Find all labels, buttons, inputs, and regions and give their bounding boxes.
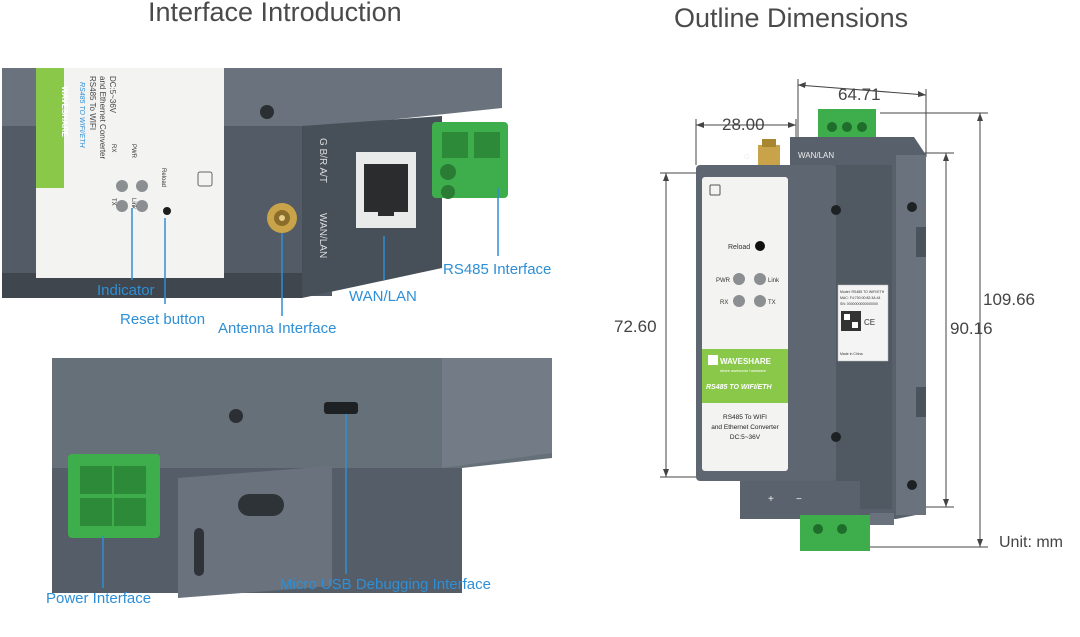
- top-antenna-connector: [758, 145, 780, 165]
- dimension-lines: [660, 79, 988, 548]
- interface-introduction-heading: Interface Introduction: [148, 0, 402, 27]
- device-top-wanlan: WAN/LAN: [798, 151, 834, 160]
- device-minus-label: −: [796, 494, 802, 505]
- wan-lan-callout: WAN/LAN: [349, 288, 417, 305]
- waveshare-logo-icon: [708, 355, 718, 365]
- indicator-callout: Indicator: [97, 282, 155, 299]
- device-led-rx: [733, 295, 745, 307]
- label-tagline: RS485 TO WIFI/ETH: [78, 82, 85, 149]
- label-pwr: PWR: [130, 144, 136, 159]
- din-clip: [178, 466, 332, 598]
- device-name-line2: and Ethernet Converter: [711, 424, 779, 431]
- device-plus-label: +: [768, 494, 774, 505]
- device-link-label: Link: [768, 278, 780, 284]
- micro-usb-port: [324, 402, 358, 414]
- side-text-1-group: G B/R A/T: [317, 138, 328, 183]
- led-tx: [136, 200, 148, 212]
- dimension-drawing: G WAN/LAN Reload PWR Link RX TX WAVESHAR…: [660, 79, 988, 551]
- sticker-line1: Model: RS485 TO WIFI/ETH: [840, 290, 885, 294]
- bottom-product-photo: [2, 358, 568, 636]
- device-name-line1: RS485 To WIFI: [723, 414, 767, 421]
- label-tagline-group: RS485 TO WIFI/ETH: [78, 82, 85, 149]
- device-reload-label: Reload: [728, 244, 750, 251]
- label-tx: TX: [110, 198, 116, 206]
- sticker-made: Made in China: [840, 352, 863, 356]
- mount-hole: [260, 105, 274, 119]
- micro-usb-debugging-callout: Micro USB Debugging Interface: [280, 576, 491, 593]
- led-link: [136, 180, 148, 192]
- dim-64-71: 64.71: [838, 85, 881, 104]
- device-tx-label: TX: [768, 300, 776, 306]
- bottom-mount-hole: [229, 409, 243, 423]
- label-title-line3: DC:5~36V: [108, 76, 117, 114]
- dimension-arrows: [663, 82, 983, 547]
- top-product-photo: RS485 To WIFI and Ethernet Converter DC:…: [2, 68, 568, 342]
- side-text-wanlan: WAN/LAN: [317, 213, 328, 258]
- label-reload: Reload: [160, 168, 166, 187]
- ce-mark-icon: CE: [864, 318, 875, 327]
- brand-strip: [36, 68, 64, 188]
- label-title-line1: RS485 To WIFI: [88, 76, 97, 130]
- device-tagline: RS485 TO WIFI/ETH: [706, 384, 773, 391]
- label-rx: RX: [110, 144, 116, 152]
- device-bottom-base: [740, 481, 860, 519]
- dim-28-00: 28.00: [722, 115, 765, 134]
- side-text-pins: G B/R A/T: [317, 138, 328, 183]
- reset-button-callout: Reset button: [120, 311, 206, 328]
- device-reload-hole: [755, 241, 765, 251]
- label-rx-group: RX: [110, 144, 116, 152]
- outline-dimensions-heading: Outline Dimensions: [674, 3, 909, 33]
- device-led-pwr: [733, 273, 745, 285]
- device-name-line3: DC:5~36V: [730, 434, 761, 441]
- led-pwr: [116, 180, 128, 192]
- top-device-illustration: RS485 To WIFI and Ethernet Converter DC:…: [2, 68, 508, 316]
- device-brand: WAVESHARE: [720, 357, 772, 366]
- label-tx-group: TX: [110, 198, 116, 206]
- reload-hole: [163, 207, 171, 215]
- bottom-device-illustration: [52, 358, 552, 598]
- sticker-line3: SN: 0000000000000000: [840, 302, 878, 306]
- label-link: Link: [130, 198, 136, 210]
- label-link-group: Link: [130, 198, 136, 210]
- label-brand: WAVESHARE: [60, 86, 69, 138]
- dim-72-60: 72.60: [614, 317, 657, 336]
- device-pwr-label: PWR: [716, 278, 731, 284]
- dim-line-64-71: [797, 84, 927, 96]
- device-brand-sub: share awesome hardware: [720, 368, 767, 373]
- sticker-line2: MAC: F4:700:00:82:3A:44: [840, 296, 881, 300]
- side-text-2-group: WAN/LAN: [317, 213, 328, 258]
- device-wifi-icon: [709, 184, 721, 196]
- led-rx: [116, 200, 128, 212]
- bottom-housing-top: [52, 358, 552, 468]
- antenna-interface-callout: Antenna Interface: [218, 320, 337, 337]
- device-led-link: [754, 273, 766, 285]
- power-interface-callout: Power Interface: [46, 590, 152, 607]
- label-reload-group: Reload: [160, 168, 166, 187]
- end-cap: [442, 358, 552, 468]
- front-label: [36, 68, 224, 278]
- housing-bottom-edge: [2, 273, 302, 298]
- label-pwr-group: PWR: [130, 144, 136, 159]
- dim-109-66: 109.66: [983, 290, 1035, 309]
- dim-90-16: 90.16: [950, 319, 993, 338]
- label-text-group: RS485 To WIFI and Ethernet Converter DC:…: [88, 76, 117, 159]
- wifi-symbol-icon: [197, 171, 213, 187]
- unit-label: Unit: mm: [999, 534, 1063, 551]
- device-g-label: G: [744, 154, 749, 161]
- device-rx-label: RX: [720, 300, 728, 306]
- rs485-interface-callout: RS485 Interface: [443, 261, 552, 278]
- label-brand-group: WAVESHARE: [60, 86, 69, 138]
- device-led-tx: [754, 295, 766, 307]
- label-title-line2: and Ethernet Converter: [98, 76, 107, 159]
- bottom-power-terminal: [800, 515, 870, 551]
